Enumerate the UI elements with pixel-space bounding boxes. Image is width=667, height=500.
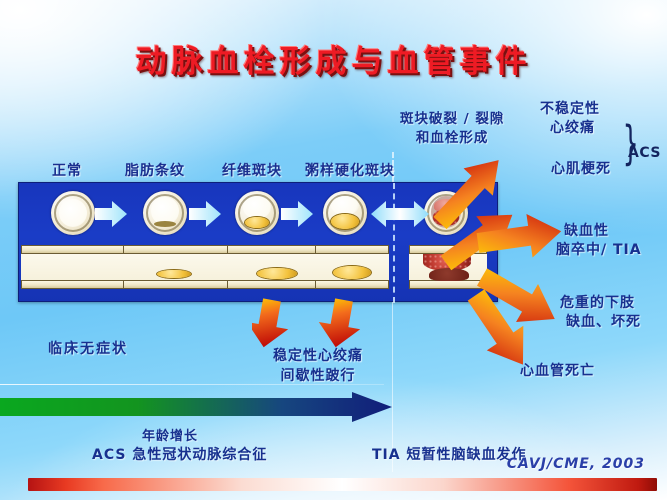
- arrow-to-ischemic-stroke: [476, 213, 562, 258]
- arrow-to-myocardial-infarction: [440, 214, 513, 271]
- progression-arrow-2: [189, 201, 221, 227]
- lipid-core-large: [331, 214, 359, 229]
- footer-red-bar: [28, 478, 657, 491]
- progression-arrow-1: [95, 201, 127, 227]
- age-timeline-arrow: [0, 392, 400, 426]
- lipid-core: [245, 217, 269, 228]
- arrow-to-unstable-angina: [433, 160, 499, 230]
- rupture-caption-line1: 斑块破裂 / 裂隙: [400, 111, 505, 127]
- arrow-down-right: [318, 298, 361, 348]
- arrow-to-critical-limb-ischemia: [477, 268, 555, 323]
- vessel-wall-top: [21, 245, 125, 254]
- lipid-core: [257, 268, 297, 279]
- longitudinal-fibrous-plaque: [227, 245, 331, 289]
- cross-section-atherosclerotic-plaque: [323, 191, 367, 235]
- panel-dashed-divider: [393, 183, 395, 303]
- vessel-wall-top: [123, 245, 229, 254]
- lipid-deposit: [157, 270, 191, 278]
- intermittent-claudication-label: 间歇性跛行: [280, 368, 356, 384]
- credit-text: CAVJ/CME, 2003: [506, 456, 645, 472]
- cross-section-fatty-streak: [143, 191, 187, 235]
- stable-outcome-caption: 稳定性心绞痛 间歇性跛行: [253, 346, 383, 386]
- outcome-critical-limb-ischemia: 危重的下肢 缺血、坏死: [560, 294, 641, 332]
- progression-arrow-bidirectional: [371, 201, 429, 227]
- stable-outcome-arrows: [252, 298, 361, 348]
- vessel-wall-bottom: [123, 280, 229, 289]
- rupture-caption-line2: 和血栓形成: [415, 130, 489, 146]
- outcome-ischemic-stroke-line1: 缺血性: [564, 223, 609, 239]
- outcome-arrow-fan: [433, 160, 562, 365]
- horizontal-rule: [0, 384, 384, 385]
- page-title: 动脉血栓形成与血管事件: [135, 44, 532, 80]
- vessel-progression-panel: [18, 182, 498, 303]
- vertical-divider-line: [392, 302, 393, 472]
- panel-divider-top-dash: [392, 152, 394, 182]
- longitudinal-fatty-streak: [123, 245, 229, 289]
- progression-arrow-3: [281, 201, 313, 227]
- lipid-core-large: [333, 266, 371, 279]
- stage-label-atherosclerotic-plaque: 粥样硬化斑块: [305, 163, 395, 179]
- cross-section-fibrous-plaque: [235, 191, 279, 235]
- vessel-lumen: [151, 197, 179, 225]
- vessel-wall-bottom: [315, 280, 389, 289]
- tia-legend: TIA 短暂性脑缺血发作: [372, 447, 527, 463]
- longitudinal-normal: [21, 245, 125, 289]
- longitudinal-atherosclerotic-plaque: [315, 245, 389, 289]
- fatty-streak-deposit: [154, 221, 176, 227]
- outcome-unstable-angina-line1: 不稳定性: [540, 101, 600, 117]
- outcome-myocardial-infarction: 心肌梗死: [551, 161, 611, 177]
- arrow-to-cardiovascular-death: [467, 289, 524, 365]
- acs-label: ACS: [628, 145, 661, 161]
- stage-label-fibrous-plaque: 纤维斑块: [222, 163, 282, 179]
- age-increase-label: 年龄增长: [142, 429, 199, 444]
- outcome-critical-limb-ischemia-line2: 缺血、坏死: [566, 314, 641, 330]
- ruptured-plaque-core: [429, 268, 469, 281]
- asymptomatic-label: 临床无症状: [48, 341, 128, 357]
- outcome-unstable-angina: 不稳定性 心绞痛: [540, 100, 600, 138]
- arrow-down-left: [252, 298, 289, 348]
- acs-legend: ACS 急性冠状动脉综合征: [92, 447, 268, 463]
- outcome-ischemic-stroke: 缺血性 脑卒中/ TIA: [556, 222, 642, 260]
- stage-label-normal: 正常: [52, 163, 82, 179]
- outcome-cardiovascular-death: 心血管死亡: [520, 363, 595, 379]
- acs-brace: }: [622, 116, 639, 170]
- stage-label-fatty-streak: 脂肪条纹: [125, 163, 185, 179]
- rupture-caption: 斑块破裂 / 裂隙 和血栓形成: [400, 110, 504, 148]
- outcome-ischemic-stroke-line2: 脑卒中/ TIA: [556, 242, 642, 258]
- cross-section-normal: [51, 191, 95, 235]
- vessel-lumen: [331, 196, 359, 215]
- vessel-wall-bottom: [21, 280, 125, 289]
- vessel-lumen: [59, 199, 87, 227]
- vessel-lumen: [243, 196, 271, 219]
- stable-angina-label: 稳定性心绞痛: [273, 348, 363, 364]
- vessel-lumen-long: [21, 254, 125, 280]
- outcome-critical-limb-ischemia-line1: 危重的下肢: [560, 295, 635, 311]
- vessel-wall-top: [315, 245, 389, 254]
- outcome-unstable-angina-line2: 心绞痛: [550, 120, 595, 136]
